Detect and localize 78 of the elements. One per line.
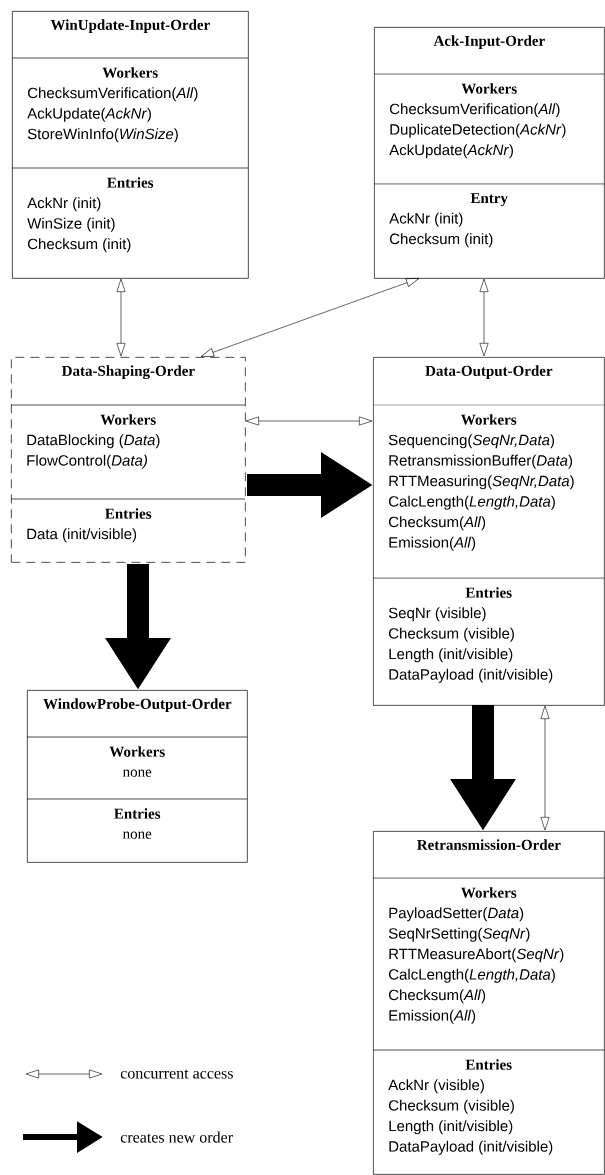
list-item: Data (init/visible) <box>27 528 137 543</box>
class-box <box>12 11 249 279</box>
list-item: RetransmissionBuffer(Data) <box>389 454 573 469</box>
compartment <box>372 577 605 683</box>
list-item: PayloadSetter(Data) <box>389 907 524 922</box>
access-arrow <box>116 278 126 357</box>
compartment <box>10 498 246 543</box>
list-item: none <box>122 831 152 839</box>
list-item: WinSize (init) <box>27 217 115 232</box>
box-title: WinUpdate-Input-Order <box>50 19 210 33</box>
list-item: Checksum(All) <box>388 516 486 531</box>
list-item: Checksum (init) <box>27 238 131 253</box>
list-item: FlowControl(Data) <box>27 454 147 469</box>
list-item: CalcLength(Length,Data) <box>388 968 555 983</box>
list-item: AckUpdate(AckNr) <box>27 107 151 122</box>
access-arrow <box>245 416 373 426</box>
list-item: Checksum(All) <box>388 989 486 1004</box>
list-item: DataBlocking (Data) <box>27 434 160 449</box>
list-item: Checksum (init) <box>389 233 493 248</box>
list-item: SeqNrSetting(SeqNr) <box>388 927 530 942</box>
list-item: Length (init/visible) <box>389 1120 513 1135</box>
list-item: AckNr (init) <box>389 212 463 227</box>
compartment-heading: Entries <box>107 177 154 188</box>
box-title: Data-Shaping-Order <box>61 365 195 380</box>
compartment-heading: Workers <box>102 67 158 78</box>
class-box <box>373 357 605 706</box>
compartment <box>11 167 249 253</box>
list-item: RTTMeasuring(SeqNr,Data) <box>389 475 574 490</box>
class-box <box>374 27 605 279</box>
compartment <box>26 798 248 839</box>
list-item: Checksum (visible) <box>388 1099 514 1114</box>
list-item: ChecksumVerification(All) <box>27 87 198 102</box>
compartment <box>372 877 605 1024</box>
list-item: Sequencing(SeqNr,Data) <box>388 434 555 449</box>
compartment-heading: Entries <box>465 587 512 598</box>
compartment <box>11 57 249 143</box>
compartment-heading: Workers <box>100 414 156 425</box>
list-item: Checksum (visible) <box>388 627 514 642</box>
box-title: Data-Output-Order <box>425 365 553 379</box>
compartment-heading: Entry <box>470 193 508 207</box>
compartment-heading: Workers <box>461 887 517 898</box>
list-item: DuplicateDetection(AckNr) <box>390 123 566 138</box>
list-item: Emission(All) <box>389 536 476 551</box>
compartment-heading: Workers <box>109 746 165 757</box>
list-item: ChecksumVerification(All) <box>389 103 560 118</box>
compartment <box>373 73 605 159</box>
list-item: Length (init/visible) <box>389 648 513 663</box>
list-item: StoreWinInfo(WinSize) <box>27 128 178 143</box>
list-item: AckNr (visible) <box>388 1079 484 1094</box>
box-title: WindowProbe-Output-Order <box>43 698 232 712</box>
compartment <box>26 736 248 777</box>
list-item: SeqNr (visible) <box>388 607 486 622</box>
access-arrow <box>479 278 489 357</box>
compartment-heading: Workers <box>461 414 517 425</box>
access-arrow <box>540 705 550 831</box>
list-item: DataPayload (init/visible) <box>389 668 553 683</box>
box-title: Ack-Input-Order <box>433 35 545 49</box>
list-item: CalcLength(Length,Data) <box>388 495 555 510</box>
list-item: none <box>122 769 152 777</box>
compartment-heading: Entries <box>465 1059 512 1070</box>
box-title: Retransmission-Order <box>417 839 561 850</box>
compartment-heading: Entries <box>105 508 152 519</box>
list-item: RTTMeasureAbort(SeqNr) <box>389 948 564 963</box>
list-item: Emission(All) <box>389 1009 476 1024</box>
compartment-heading: Workers <box>461 83 517 94</box>
class-box <box>27 690 248 863</box>
legend-text: creates new order <box>120 1131 233 1143</box>
compartment-heading: Entries <box>114 808 161 819</box>
list-item: AckNr (init) <box>27 197 101 212</box>
legend-text: concurrent access <box>120 1069 233 1079</box>
class-box <box>373 831 605 1175</box>
list-item: AckUpdate(AckNr) <box>389 144 513 159</box>
list-item: DataPayload (init/visible) <box>389 1140 553 1155</box>
compartment <box>10 404 246 469</box>
class-box <box>11 357 246 563</box>
access-arrow <box>200 278 420 357</box>
compartment <box>373 183 605 248</box>
compartment <box>372 1049 605 1155</box>
